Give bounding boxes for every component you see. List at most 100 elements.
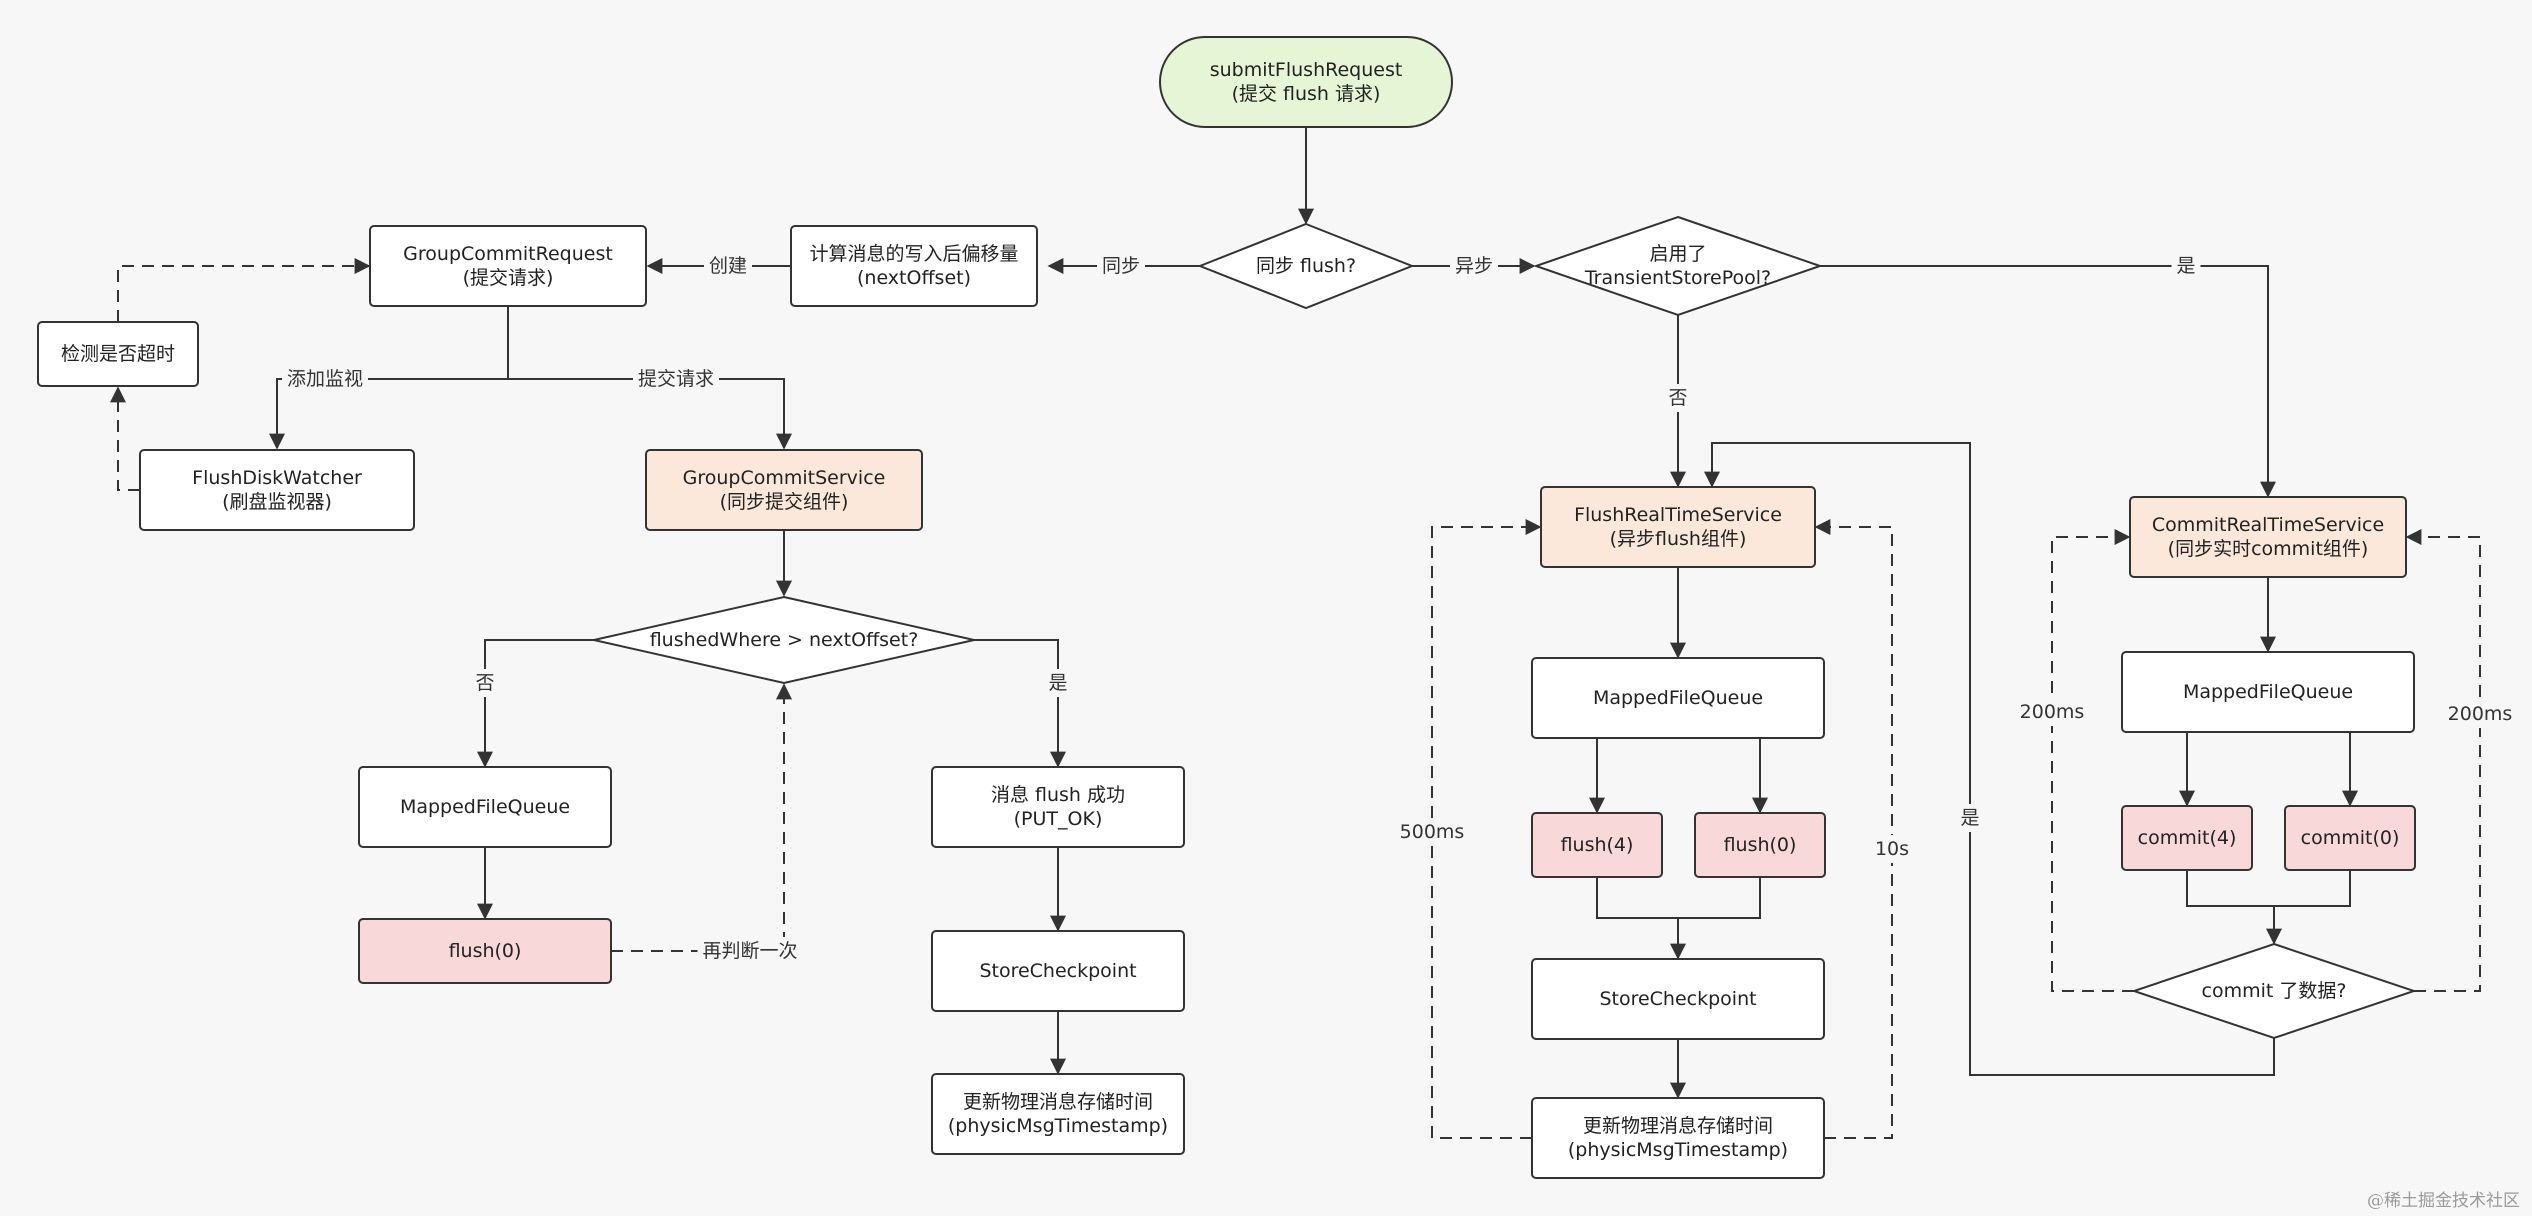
edge-label: 200ms	[2020, 701, 2085, 723]
edge-label-bg	[2019, 698, 2085, 726]
node-shape	[2284, 805, 2416, 871]
node-shape	[358, 766, 612, 848]
node-label: StoreCheckpoint	[979, 960, 1136, 982]
node-shape	[37, 321, 199, 387]
node-label: MappedFileQueue	[400, 796, 570, 818]
edge-label-bg	[1043, 669, 1073, 697]
node-label: flush(0)	[1724, 834, 1797, 856]
node-shape	[790, 225, 1038, 307]
node-label: MappedFileQueue	[2183, 681, 2353, 703]
edge-label-bg	[1955, 804, 1985, 832]
node-label: commit(0)	[2301, 827, 2400, 849]
node-shape	[1159, 36, 1453, 128]
node-shape	[1540, 486, 1816, 568]
node-shape	[1532, 215, 1824, 317]
edge-loop-10s	[1814, 519, 1893, 1139]
edge-label-bg	[1399, 818, 1465, 846]
node-shape	[139, 449, 415, 531]
edge-label-bg	[697, 937, 803, 965]
node-label: 更新物理消息存储时间	[1583, 1115, 1773, 1137]
node-label: submitFlushRequest	[1210, 59, 1403, 81]
edge-label: 再判断一次	[702, 940, 797, 962]
node-shape	[1531, 812, 1663, 878]
edge-label-bg	[1870, 835, 1914, 863]
node-shape	[1531, 657, 1825, 739]
node-flush-realtime-service: FlushRealTimeService(异步flush组件)	[1540, 486, 1816, 568]
node-shape	[645, 449, 923, 531]
edge-label: 异步	[1455, 255, 1493, 277]
node-label: GroupCommitService	[683, 467, 886, 489]
node-label: (异步flush组件)	[1610, 528, 1747, 550]
edge-label: 否	[475, 672, 494, 694]
edge-flush-zero-recheck	[611, 683, 792, 952]
node-sync-flush-decision: 同步 flush?	[1197, 222, 1415, 310]
edge-label: 是	[2176, 255, 2195, 277]
edge-label: 是	[1960, 807, 1979, 829]
edge-label: 添加监视	[287, 368, 363, 390]
node-shape	[931, 766, 1185, 848]
node-label: 同步 flush?	[1256, 255, 1356, 277]
edge-label: 10s	[1875, 838, 1909, 860]
node-commit-zero: commit(0)	[2284, 805, 2416, 871]
node-async-update-timestamp: 更新物理消息存储时间(physicMsgTimestamp)	[1531, 1097, 1825, 1179]
node-label: 检测是否超时	[61, 343, 175, 365]
node-label: 启用了	[1649, 243, 1706, 265]
node-shape	[1694, 812, 1826, 878]
node-label: commit 了数据?	[2202, 980, 2347, 1002]
node-group-commit-request: GroupCommitRequest(提交请求)	[369, 225, 647, 307]
edge-label: 是	[1048, 672, 1067, 694]
node-label: MappedFileQueue	[1593, 687, 1763, 709]
node-async-store-checkpoint: StoreCheckpoint	[1531, 958, 1825, 1040]
edge-label: 同步	[1102, 255, 1140, 277]
edge-label: 创建	[709, 255, 747, 277]
node-label: (同步实时commit组件)	[2168, 538, 2369, 560]
node-label: flushedWhere > nextOffset?	[650, 629, 919, 651]
edge-commit-merge	[2186, 870, 2351, 907]
edge-flushed-where-no-branch	[477, 639, 594, 768]
watermark: @稀土掘金技术社区	[2367, 1191, 2520, 1211]
node-flushed-where-decision: flushedWhere > nextOffset?	[593, 595, 975, 685]
node-commit-mapped-file-queue: MappedFileQueue	[2121, 651, 2415, 733]
node-group-commit-service: GroupCommitService(同步提交组件)	[645, 449, 923, 531]
node-label: StoreCheckpoint	[1599, 988, 1756, 1010]
edge-watcher-to-timeout-check	[110, 386, 140, 491]
node-shape	[2121, 805, 2253, 871]
edge-label-bg	[1097, 252, 1145, 280]
node-label: (physicMsgTimestamp)	[1568, 1139, 1788, 1161]
node-label: GroupCommitRequest	[403, 243, 613, 265]
node-async-flush-zero: flush(0)	[1694, 812, 1826, 878]
edge-label: 否	[1668, 387, 1687, 409]
node-shape	[593, 595, 975, 685]
nodes-layer: submitFlushRequest(提交 flush 请求) 同步 flush?…	[37, 36, 2418, 1179]
node-label: 消息 flush 成功	[991, 784, 1125, 806]
edge-transient-yes-to-commit-realtime	[1820, 265, 2276, 498]
node-shape	[2130, 942, 2418, 1040]
node-label: commit(4)	[2138, 827, 2237, 849]
node-commit-realtime-service: CommitRealTimeService(同步实时commit组件)	[2129, 496, 2407, 578]
node-label: flush(0)	[449, 940, 522, 962]
edge-label-bg	[704, 252, 752, 280]
node-shape	[369, 225, 647, 307]
node-label: (PUT_OK)	[1014, 808, 1103, 830]
edge-commit-loop-left-200ms	[2051, 529, 2134, 992]
node-sync-flush-zero: flush(0)	[358, 918, 612, 984]
node-commit-four: commit(4)	[2121, 805, 2253, 871]
edge-branch-to-flush-disk-watcher	[269, 378, 508, 450]
node-label: (提交 flush 请求)	[1232, 83, 1381, 105]
node-flush-success: 消息 flush 成功(PUT_OK)	[931, 766, 1185, 848]
edge-label-bg	[633, 365, 719, 393]
edge-label: 200ms	[2448, 703, 2513, 725]
edge-label-bg	[282, 365, 368, 393]
edge-label: 提交请求	[638, 368, 714, 390]
node-async-flush-four: flush(4)	[1531, 812, 1663, 878]
edge-branch-to-group-commit-service	[508, 378, 792, 450]
node-label: 更新物理消息存储时间	[963, 1091, 1153, 1113]
node-label: CommitRealTimeService	[2152, 514, 2384, 536]
node-commit-data-decision: commit 了数据?	[2130, 942, 2418, 1040]
node-label: TransientStorePool?	[1584, 267, 1771, 289]
edge-label-bg	[2171, 252, 2201, 280]
node-async-mapped-file-queue: MappedFileQueue	[1531, 657, 1825, 739]
edge-label: 500ms	[1400, 821, 1465, 843]
